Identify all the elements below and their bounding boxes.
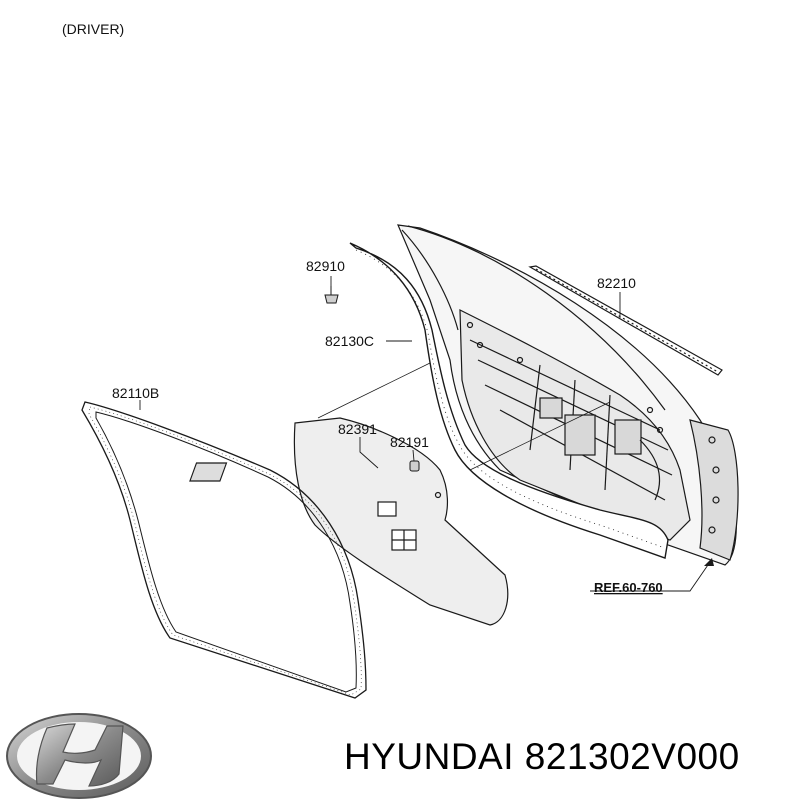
label-82130C: 82130C xyxy=(325,333,374,349)
label-82910: 82910 xyxy=(306,258,345,274)
leader-82391 xyxy=(359,437,379,469)
leader-82191 xyxy=(412,449,415,462)
weatherstrip-82130C xyxy=(349,242,669,559)
door-frame-assembly xyxy=(397,224,739,566)
panel-slot-upper xyxy=(189,462,228,482)
door-trim-panel-82391 xyxy=(189,417,509,626)
weatherstrip-82110B xyxy=(81,401,367,699)
label-82391: 82391 xyxy=(338,421,377,437)
product-caption: HYUNDAI 821302V000 xyxy=(344,736,740,777)
leader-lines xyxy=(139,276,711,592)
ref-arrow-head xyxy=(704,558,714,566)
fastener-82910 xyxy=(324,286,339,304)
leader-ref xyxy=(590,561,711,592)
hyundai-logo-icon xyxy=(6,713,152,799)
panel-slot-middle xyxy=(377,501,397,517)
belt-molding-82210 xyxy=(528,265,723,376)
variant-label: (DRIVER) xyxy=(62,21,125,37)
label-reference: REF.60-760 xyxy=(594,580,663,595)
guide-lines xyxy=(317,362,611,471)
clip-82191 xyxy=(409,460,420,472)
label-82191: 82191 xyxy=(390,434,429,450)
label-82210: 82210 xyxy=(597,275,636,291)
label-82110B: 82110B xyxy=(112,385,159,401)
